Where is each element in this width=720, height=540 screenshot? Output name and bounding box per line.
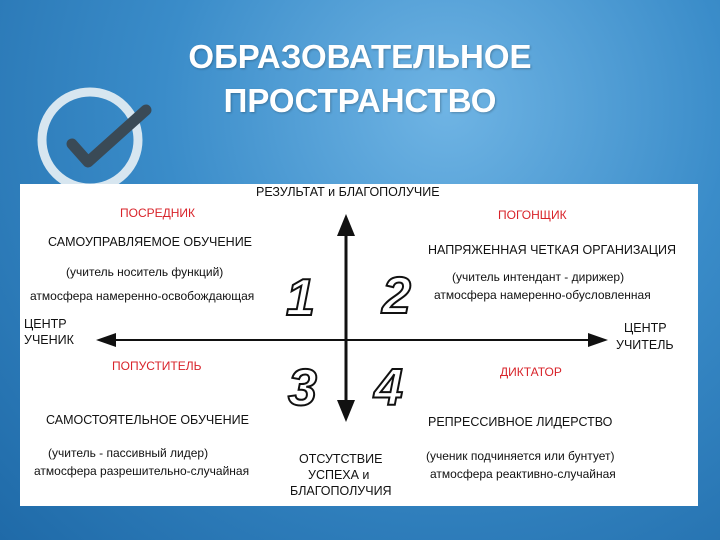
arrow-left-icon [96,333,116,347]
quadrant-2-title: НАПРЯЖЕННАЯ ЧЕТКАЯ ОРГАНИЗАЦИЯ [428,243,676,257]
quadrant-1-role: ПОСРЕДНИК [120,206,196,220]
quadrant-2-line-2: атмосфера намеренно-обусловленная [434,288,651,302]
quadrant-1-number: 1 [285,269,316,327]
quadrant-4-title: РЕПРЕССИВНОЕ ЛИДЕРСТВО [428,415,613,429]
arrow-up-icon [337,214,355,236]
quadrant-4-number: 4 [373,359,404,417]
axis-label-left-2: УЧЕНИК [24,333,74,347]
quadrant-3-line-2: атмосфера разрешительно-случайная [34,464,250,478]
axis-label-left-1: ЦЕНТР [24,317,67,331]
axis-label-right-2: УЧИТЕЛЬ [616,338,674,352]
quadrant-3-line-1: (учитель - пассивный лидер) [48,446,209,460]
diagram-axes [96,214,608,422]
quadrant-4-role: ДИКТАТОР [500,365,562,379]
slide-title-line-1: ОБРАЗОВАТЕЛЬНОЕ [188,38,532,75]
arrow-right-icon [588,333,608,347]
quadrant-4-line-2: атмосфера реактивно-случайная [430,467,616,481]
axis-label-bottom-2: УСПЕХА и [308,468,370,482]
axis-label-bottom-1: ОТСУТСТВИЕ [299,452,383,466]
diagram-panel: РЕЗУЛЬТАТ и БЛАГОПОЛУЧИЕ ОТСУТСТВИЕ УСПЕ… [20,184,698,506]
quadrant-2-line-1: (учитель интендант - дирижер) [452,270,625,284]
slide-title-line-2: ПРОСТРАНСТВО [223,82,497,119]
quadrant-1-line-2: атмосфера намеренно-освобождающая [30,289,255,303]
quadrant-4-line-1: (ученик подчиняется или бунтует) [426,449,615,463]
quadrant-2-role: ПОГОНЩИК [498,208,567,222]
quadrant-2-number: 2 [381,267,412,325]
quadrant-1-title: САМОУПРАВЛЯЕМОЕ ОБУЧЕНИЕ [48,235,253,249]
axis-label-right-1: ЦЕНТР [624,321,667,335]
axis-label-bottom-3: БЛАГОПОЛУЧИЯ [290,484,392,498]
quadrant-3-title: САМОСТОЯТЕЛЬНОЕ ОБУЧЕНИЕ [46,413,249,427]
arrow-down-icon [337,400,355,422]
quadrant-3-role: ПОПУСТИТЕЛЬ [112,359,202,373]
quadrant-1-line-1: (учитель носитель функций) [66,265,224,279]
quadrant-3-number: 3 [287,359,318,417]
axis-label-top: РЕЗУЛЬТАТ и БЛАГОПОЛУЧИЕ [256,185,440,199]
